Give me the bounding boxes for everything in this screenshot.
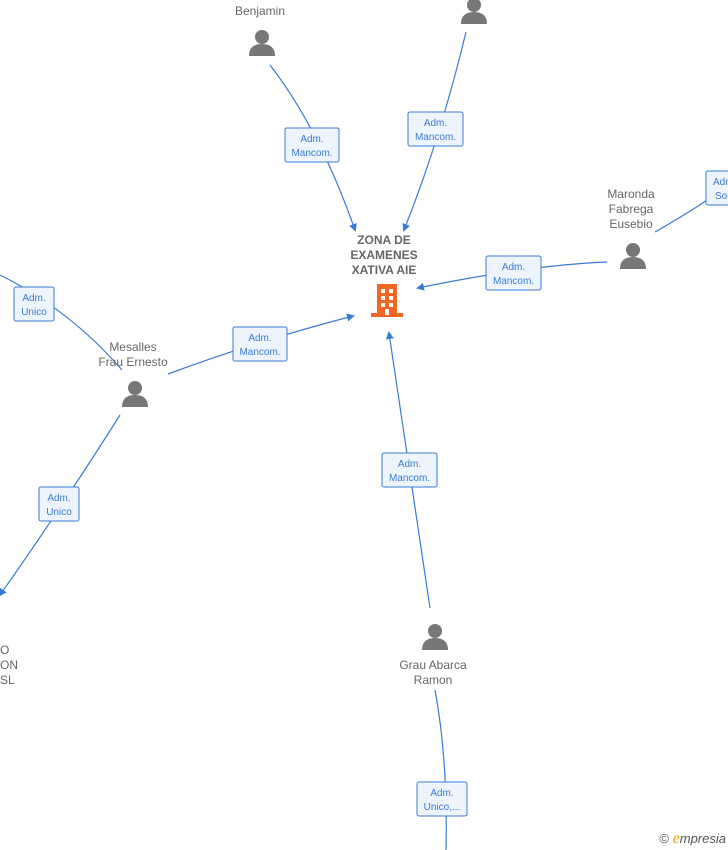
brand-logo-e: e <box>672 830 680 847</box>
edge-label-top-right: Adm. Mancom. <box>407 111 464 147</box>
edge-label-maronda-solo: Adm. Solo <box>705 170 728 206</box>
person-name-line: Ramon <box>414 673 453 687</box>
company-node-zona-examenes[interactable]: ZONA DE EXAMENES XATIVA AIE <box>350 233 418 317</box>
person-node-mesalles[interactable]: Mesalles Frau Ernesto <box>98 340 168 407</box>
svg-text:Adm.: Adm. <box>502 262 525 273</box>
person-name-line: Fabrega <box>609 202 654 216</box>
edge-grau-unico <box>434 689 447 850</box>
building-icon <box>371 284 403 317</box>
svg-text:Adm.: Adm. <box>300 134 323 145</box>
person-icon <box>461 0 487 24</box>
person-name-line: Eusebio <box>609 217 653 231</box>
person-icon <box>620 243 646 269</box>
svg-text:Adm.: Adm. <box>47 493 70 504</box>
brand-logo-text: mpresia <box>679 831 726 846</box>
edge-label-mesalles: Adm. Mancom. <box>232 326 288 362</box>
svg-text:Mancom.: Mancom. <box>493 276 534 287</box>
person-node-benjamin[interactable]: Benjamin <box>235 4 285 56</box>
edge-label-left-top-unico: Adm. Unico <box>13 286 55 322</box>
company-name-line: EXAMENES <box>350 248 417 262</box>
edge-label-benjamin: Adm. Mancom. <box>284 127 340 163</box>
svg-text:Adm.: Adm. <box>22 293 45 304</box>
company-name-line: O <box>0 643 9 657</box>
company-node-partial-left[interactable]: O ON SL <box>0 643 18 687</box>
edge-label-mesalles-unico: Adm. Unico <box>38 486 80 522</box>
svg-text:Unico: Unico <box>46 507 72 518</box>
company-name-line: XATIVA AIE <box>352 263 417 277</box>
edge-label-grau-unico: Adm. Unico,... <box>416 781 468 817</box>
svg-text:Adm.: Adm. <box>430 788 453 799</box>
svg-text:Adm.: Adm. <box>424 118 447 129</box>
edge-left-top-unico <box>0 274 123 371</box>
svg-text:Adm.: Adm. <box>713 177 728 188</box>
svg-text:Unico,...: Unico,... <box>424 802 461 813</box>
edge-label-maronda: Adm. Mancom. <box>485 255 542 291</box>
svg-text:Adm.: Adm. <box>398 459 421 470</box>
person-name-line: Grau Abarca <box>399 658 467 672</box>
svg-text:Mancom.: Mancom. <box>291 148 332 159</box>
svg-text:Mancom.: Mancom. <box>389 473 430 484</box>
svg-text:Unico: Unico <box>21 307 47 318</box>
company-name-line: SL <box>0 673 15 687</box>
company-name-line: ZONA DE <box>357 233 411 247</box>
person-node-maronda[interactable]: Maronda Fabrega Eusebio <box>607 187 655 269</box>
svg-text:Mancom.: Mancom. <box>415 132 456 143</box>
edge-label-grau: Adm. Mancom. <box>381 452 438 488</box>
person-name-line: Maronda <box>607 187 655 201</box>
copyright-icon: © <box>659 831 670 846</box>
person-icon <box>422 624 448 650</box>
person-name-line: Mesalles <box>109 340 156 354</box>
person-name-line: Frau Ernesto <box>98 355 168 369</box>
person-node-grau[interactable]: Grau Abarca Ramon <box>399 624 467 687</box>
svg-text:Adm.: Adm. <box>248 333 271 344</box>
svg-text:Solo: Solo <box>715 191 728 202</box>
svg-text:Mancom.: Mancom. <box>239 347 280 358</box>
person-node-top-right[interactable] <box>461 0 487 24</box>
person-icon <box>122 381 148 407</box>
person-icon <box>249 30 275 56</box>
company-name-line: ON <box>0 658 18 672</box>
person-name-line: Benjamin <box>235 4 285 18</box>
edge-maronda-solo <box>654 197 711 233</box>
footer-brand: © empresia <box>659 830 726 848</box>
